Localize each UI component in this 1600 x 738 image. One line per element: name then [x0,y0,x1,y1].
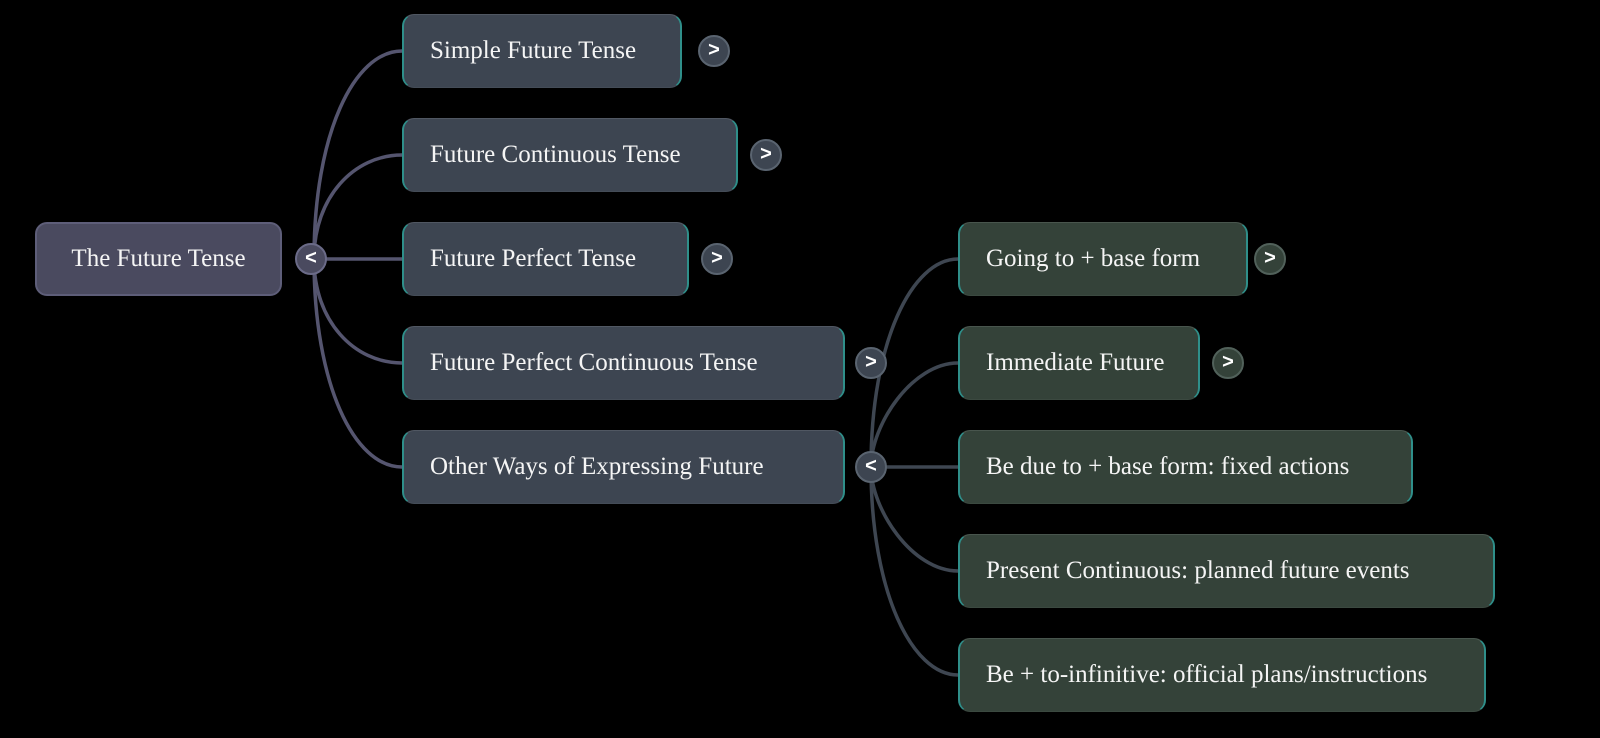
node-label: Be + to-infinitive: official plans/instr… [986,661,1428,688]
node-the-future-tense[interactable]: The Future Tense [35,222,282,296]
future-continuous-expand-button[interactable]: > [750,139,782,171]
connector-other-ways-to-be-to-infinitive [869,465,960,677]
going-to-expand-button[interactable]: > [1254,243,1286,275]
node-label: Simple Future Tense [430,37,637,64]
node-be-due-to-base-form[interactable]: Be due to + base form: fixed actions [958,430,1413,504]
node-immediate-future[interactable]: Immediate Future [958,326,1200,400]
connector-other-ways-to-going-to [869,257,960,469]
node-be-to-infinitive[interactable]: Be + to-infinitive: official plans/instr… [958,638,1486,712]
simple-future-expand-button[interactable]: > [698,35,730,67]
collapse-glyph: < [865,455,877,477]
node-label: Future Perfect Continuous Tense [430,349,758,376]
node-future-continuous-tense[interactable]: Future Continuous Tense [402,118,738,192]
connector-root-to-future-continuous [312,153,404,261]
node-label: Be due to + base form: fixed actions [986,453,1350,480]
expand-glyph: > [711,247,723,269]
immediate-future-expand-button[interactable]: > [1212,347,1244,379]
other-ways-collapse-button[interactable]: < [855,451,887,483]
node-other-ways-of-expressing-future[interactable]: Other Ways of Expressing Future [402,430,845,504]
node-present-continuous[interactable]: Present Continuous: planned future event… [958,534,1495,608]
node-label: The Future Tense [71,245,246,272]
node-future-perfect-tense[interactable]: Future Perfect Tense [402,222,689,296]
expand-glyph: > [865,351,877,373]
node-label: Immediate Future [986,349,1165,376]
collapse-glyph: < [305,247,317,269]
node-label: Future Perfect Tense [430,245,637,272]
connector-root-to-future-perfect-continuous [312,257,404,365]
node-label: Going to + base form [986,245,1201,272]
connector-root-to-other-ways [312,257,404,469]
root-collapse-button[interactable]: < [295,243,327,275]
node-simple-future-tense[interactable]: Simple Future Tense [402,14,682,88]
node-label: Future Continuous Tense [430,141,681,168]
node-future-perfect-continuous-tense[interactable]: Future Perfect Continuous Tense [402,326,845,400]
node-label: Other Ways of Expressing Future [430,453,764,480]
expand-glyph: > [1222,351,1234,373]
connector-root-to-simple-future [312,49,404,261]
expand-glyph: > [1264,247,1276,269]
future-perfect-expand-button[interactable]: > [701,243,733,275]
expand-glyph: > [760,143,772,165]
node-label: Present Continuous: planned future event… [986,557,1410,584]
connector-other-ways-to-immediate-future [869,361,960,469]
expand-glyph: > [708,39,720,61]
node-going-to-base-form[interactable]: Going to + base form [958,222,1248,296]
future-perfect-continuous-expand-button[interactable]: > [855,347,887,379]
connector-other-ways-to-present-continuous [869,465,960,573]
